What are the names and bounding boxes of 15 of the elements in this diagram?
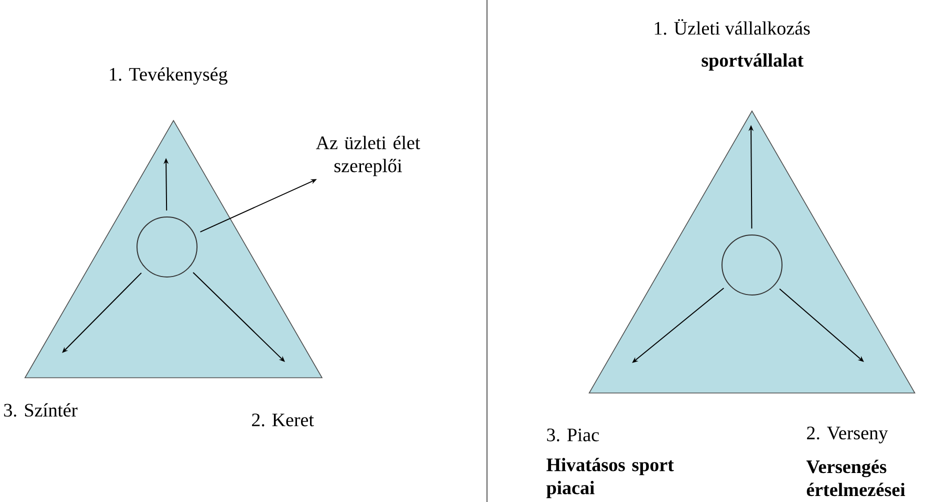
text-label: 1. Üzleti vállalkozás — [654, 19, 810, 35]
text-label: 1. Tevékenység — [110, 67, 228, 85]
text-label: 3. Piac — [547, 428, 599, 442]
text-label: sportvállalat — [702, 53, 804, 71]
text-label: Hivatásos sport piacai — [546, 458, 674, 498]
text-label: Az üzleti élet szereplői — [316, 136, 420, 176]
text-label: Versengés értelmezései — [806, 460, 906, 496]
text-label: 3. Színtér — [4, 403, 78, 417]
arrow — [779, 288, 864, 362]
circle — [136, 216, 198, 278]
arrow — [62, 272, 142, 353]
arrow — [192, 272, 285, 362]
text-label: 2. Keret — [252, 414, 314, 426]
text-label: 2. Verseny — [807, 426, 888, 444]
circle — [722, 234, 782, 296]
